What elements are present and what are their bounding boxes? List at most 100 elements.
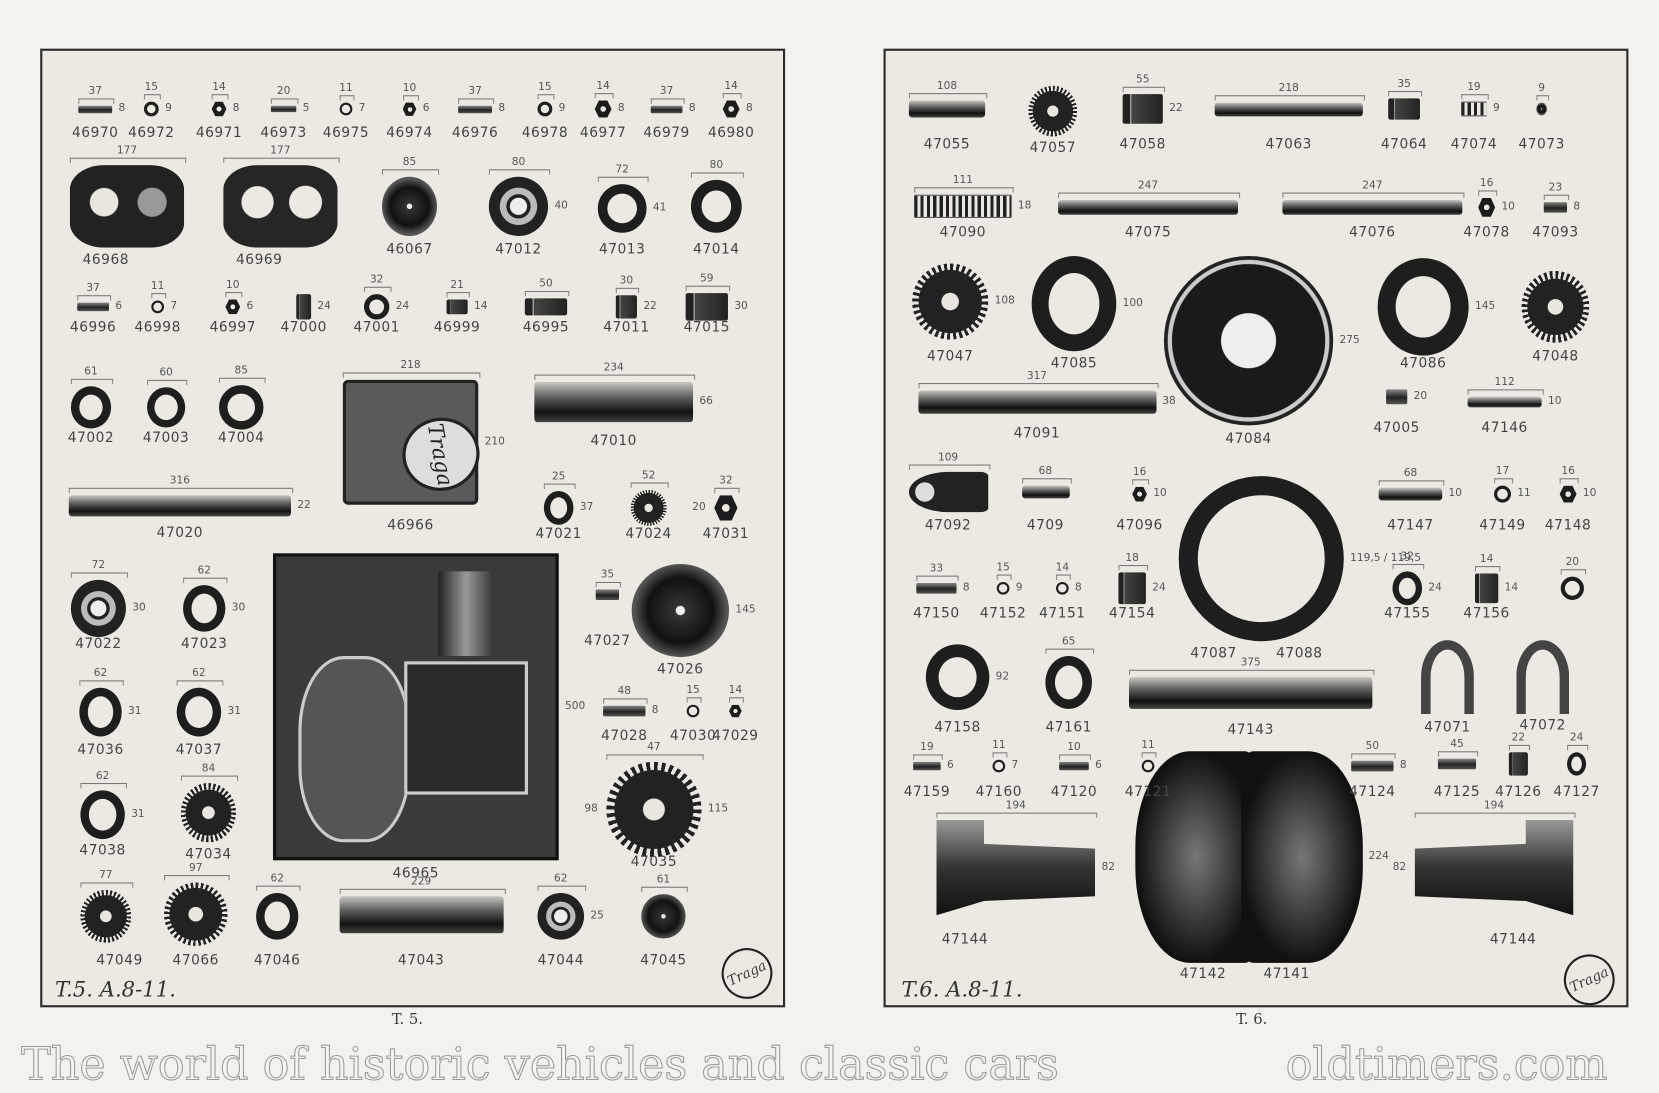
part-number: 47076	[1349, 224, 1396, 241]
part-number: 46976	[451, 125, 499, 142]
dimension-line	[597, 176, 649, 182]
dimension-line	[183, 577, 228, 584]
part-number: 47020	[156, 525, 204, 542]
dimension-line	[1437, 751, 1479, 757]
dimension-line	[1214, 94, 1365, 100]
dimension-line	[1543, 194, 1570, 200]
part-number: 47154	[1108, 605, 1156, 622]
part-number: 47048	[1532, 348, 1579, 365]
part-number: 47073	[1518, 137, 1565, 153]
dimension-label: 275	[1339, 334, 1360, 346]
part-number: 47160	[975, 784, 1023, 801]
part-illustration	[446, 299, 468, 315]
part-illustration	[1474, 573, 1499, 604]
part-illustration	[381, 176, 437, 236]
housing-panel	[404, 661, 529, 795]
dimension-label: 229	[411, 875, 432, 888]
part-number: 47159	[903, 784, 951, 801]
part-illustration	[714, 495, 738, 521]
dimension-line	[1467, 389, 1544, 395]
dimension-line	[68, 487, 294, 494]
part-number: 47044	[537, 952, 584, 969]
dimension-label: 33	[929, 562, 944, 575]
dimension-label: 32	[369, 274, 384, 286]
dimension-label: 37	[579, 501, 594, 514]
dimension-label: 8	[617, 102, 625, 115]
part-illustration	[641, 894, 686, 939]
part-number: 47124	[1349, 784, 1396, 801]
dimension-line	[650, 97, 685, 104]
dimension-label: 22	[297, 499, 311, 512]
dimension-label: 108	[994, 295, 1015, 307]
dimension-line	[615, 287, 640, 294]
part-illustration	[164, 882, 228, 946]
dimension-label: 48	[617, 685, 632, 698]
part-number: 47035	[630, 854, 678, 871]
handwritten-code-t6: T.6. A.8-11.	[901, 976, 1023, 1003]
part-illustration	[1141, 759, 1155, 773]
dimension-line	[908, 93, 988, 99]
part-illustration	[729, 704, 742, 718]
dimension-label: 52	[641, 469, 656, 482]
part-illustration	[225, 299, 241, 315]
dimension-label: 80	[709, 159, 724, 172]
dimension-line	[339, 888, 506, 894]
dimension-label: 16	[1479, 177, 1494, 190]
part-illustration	[606, 761, 702, 858]
part-illustration	[603, 705, 646, 717]
part-number: 46996	[69, 320, 117, 336]
dimension-label: 10	[226, 279, 240, 291]
part-illustration	[1508, 752, 1528, 776]
dimension-line	[603, 698, 648, 704]
part-illustration	[1560, 576, 1584, 600]
part-number: 47074	[1450, 137, 1498, 153]
part-number: 47034	[185, 847, 232, 863]
part-illustration	[1559, 485, 1577, 503]
dimension-label: 60	[159, 367, 173, 379]
dimension-label: 10	[402, 82, 417, 94]
dimension-line	[595, 581, 622, 588]
dimension-line	[1055, 574, 1071, 580]
part-number: 47146	[1481, 420, 1528, 437]
dimension-label: 22	[1511, 732, 1526, 744]
dimension-label: 30	[734, 300, 748, 313]
part-number: 47143	[1227, 722, 1274, 739]
part-illustration	[70, 579, 126, 637]
dimension-line	[69, 157, 187, 163]
dimension-label: 59	[700, 272, 714, 285]
dimension-line	[914, 187, 1014, 193]
dimension-label: 145	[1474, 300, 1496, 313]
dimension-line	[630, 482, 669, 488]
part-number: 46997	[209, 320, 256, 336]
dimension-label: 218	[1278, 82, 1299, 94]
dimension-label: 55	[1136, 74, 1150, 86]
part-number: 47078	[1463, 224, 1510, 241]
part-illustration	[1421, 640, 1474, 715]
part-illustration	[916, 583, 957, 594]
part-illustration	[183, 585, 226, 632]
part-illustration	[908, 471, 988, 513]
dimension-label: 25	[551, 470, 566, 483]
dimension-label: 317	[1026, 370, 1048, 382]
dimension-label: 98	[584, 803, 598, 815]
part-illustration	[1058, 199, 1238, 215]
dimension-line	[1058, 192, 1241, 198]
dimension-label: 18	[1125, 552, 1139, 564]
part-illustration	[914, 194, 1012, 218]
part-number: 47005	[1373, 420, 1420, 437]
part-illustration	[630, 489, 667, 526]
dimension-label: 11	[1517, 487, 1531, 500]
dimension-label: 61	[656, 873, 671, 886]
part-illustration	[594, 100, 612, 118]
dimension-label: 32	[1400, 551, 1415, 563]
part-illustration	[176, 687, 222, 737]
part-number: 47072	[1519, 717, 1566, 734]
dimension-label: 20	[276, 85, 291, 98]
part-number: 47037	[175, 742, 223, 759]
dimension-label: 22	[643, 300, 657, 313]
part-number: 47004	[218, 430, 265, 446]
dimension-line	[1378, 480, 1445, 486]
part-illustration	[908, 100, 986, 118]
dimension-label: 21	[450, 279, 464, 291]
